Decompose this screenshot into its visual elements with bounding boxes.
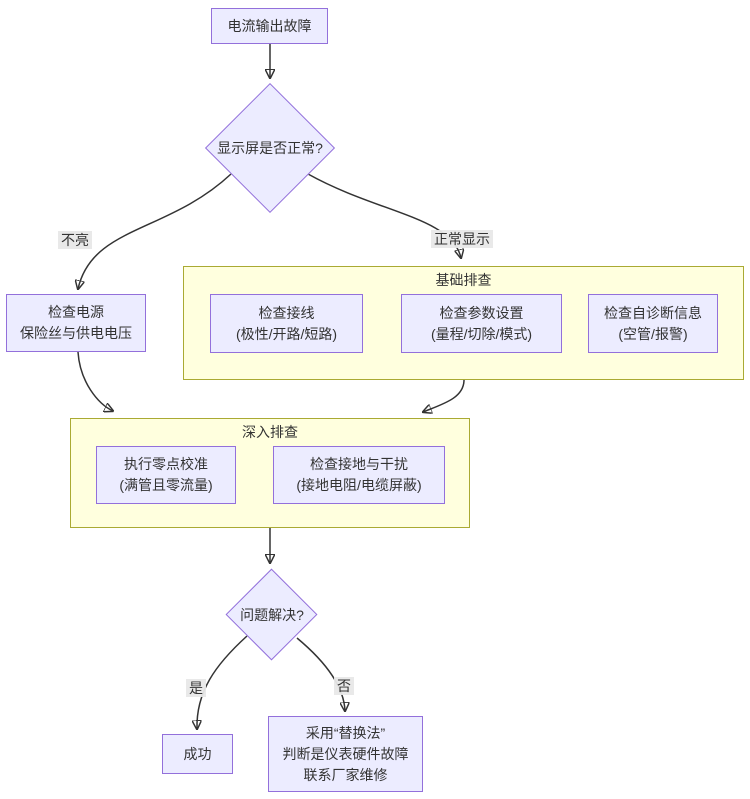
decision-display-normal: 显示屏是否正常? xyxy=(204,82,336,214)
decision-display-label: 显示屏是否正常? xyxy=(217,140,323,156)
edge-label-no: 否 xyxy=(334,677,354,695)
edge-label-yes: 是 xyxy=(186,679,206,697)
edge-basic-to-deep xyxy=(423,379,465,412)
node-current-output-fault: 电流输出故障 xyxy=(211,8,328,44)
node-success: 成功 xyxy=(162,734,233,774)
edge-solved-to-replace xyxy=(296,637,345,711)
cluster-basic-title: 基础排查 xyxy=(435,272,492,288)
cluster-deep-title: 深入排查 xyxy=(242,424,298,440)
edge-display-to-power xyxy=(78,173,232,289)
node-check-grounding: 检查接地与干扰 (接地电阻/电缆屏蔽) xyxy=(273,446,445,504)
decision-solved-label: 问题解决? xyxy=(240,607,304,623)
edge-power-to-deep xyxy=(77,351,113,411)
edge-label-not-lit: 不亮 xyxy=(58,231,92,249)
edge-solved-to-success xyxy=(197,635,248,729)
node-check-parameters: 检查参数设置 (量程/切除/模式) xyxy=(401,294,562,353)
node-check-self-diagnostics: 检查自诊断信息 (空管/报警) xyxy=(588,294,718,353)
node-zero-calibration: 执行零点校准 (满管且零流量) xyxy=(96,446,236,504)
node-check-wiring: 检查接线 (极性/开路/短路) xyxy=(210,294,363,353)
decision-problem-solved: 问题解决? xyxy=(225,568,318,661)
node-check-power-supply: 检查电源 保险丝与供电电压 xyxy=(6,294,146,352)
edge-label-normal-display: 正常显示 xyxy=(431,230,493,248)
node-replacement-method: 采用“替换法” 判断是仪表硬件故障 联系厂家维修 xyxy=(268,716,423,792)
